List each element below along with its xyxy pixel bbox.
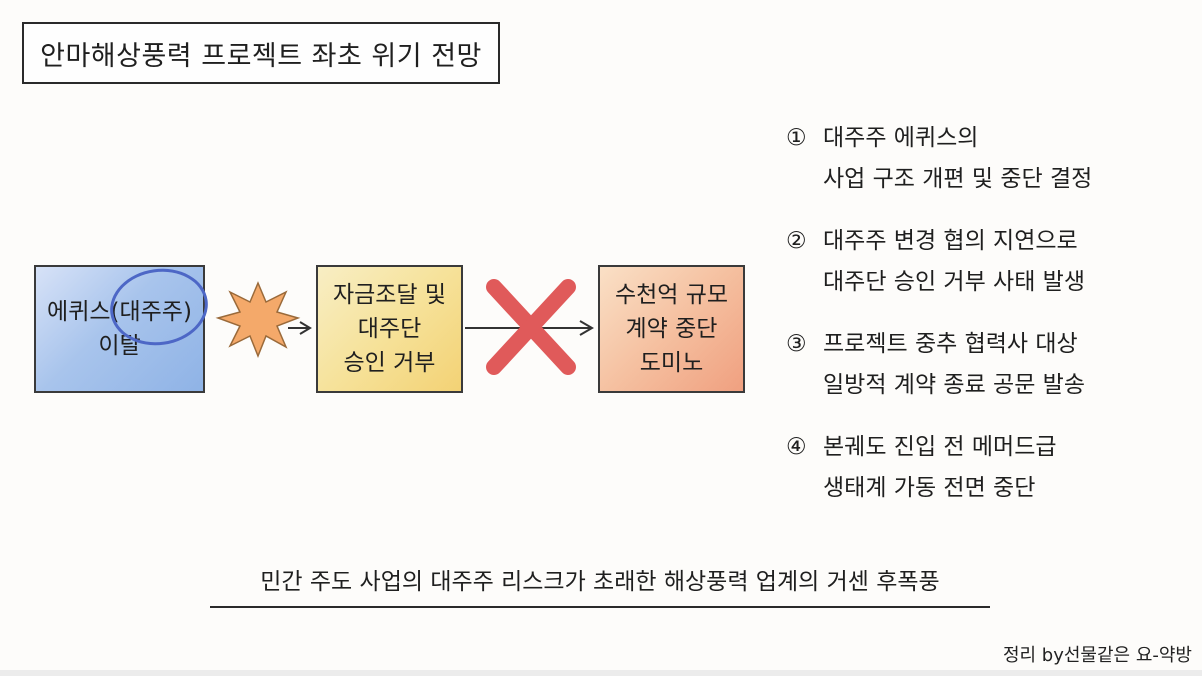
flow-box-investor-exit-line1: 에퀴스(대주주)	[47, 299, 192, 325]
flow-box-funding-refusal-line2: 대주단	[357, 316, 422, 342]
list-item-line1: 프로젝트 중추 협력사 대상	[823, 331, 1078, 357]
flow-box-contract-halt-line3: 도미노	[639, 350, 704, 376]
flow-box-funding-refusal: 자금조달 및 대주단 승인 거부	[316, 265, 463, 393]
arrow-2-head	[579, 320, 594, 336]
flow-box-contract-halt-line2: 계약 중단	[625, 316, 718, 342]
flow-box-funding-refusal-line1: 자금조달 및	[332, 282, 447, 308]
flow-box-investor-exit-line2: 이탈	[98, 333, 141, 359]
list-item-line2: 사업 구조 개편 및 중단 결정	[823, 166, 1093, 192]
list-item-line1: 대주주 에퀴스의	[823, 125, 979, 151]
list-item-line1: 대주주 변경 협의 지연으로	[823, 228, 1078, 254]
list-item-line2: 대주단 승인 거부 사태 발생	[823, 269, 1086, 295]
summary-underline	[210, 606, 990, 608]
flow-box-funding-refusal-line3: 승인 거부	[343, 350, 436, 376]
cause-list: ① 대주주 에퀴스의 사업 구조 개편 및 중단 결정 ② 대주주 변경 협의 지연…	[786, 118, 1186, 530]
arrow-1-head	[299, 321, 312, 335]
list-item: ① 대주주 에퀴스의 사업 구조 개편 및 중단 결정	[786, 118, 1186, 200]
list-item-line1: 본궤도 진입 전 메머드급	[823, 434, 1057, 460]
list-item: ② 대주주 변경 협의 지연으로 대주단 승인 거부 사태 발생	[786, 221, 1186, 303]
flow-box-investor-exit: 에퀴스(대주주) 이탈	[34, 265, 205, 393]
page-title: 안마해상풍력 프로젝트 좌초 위기 전망	[22, 22, 500, 84]
list-item-line2: 일방적 계약 종료 공문 발송	[823, 372, 1086, 398]
burst-icon	[215, 281, 301, 359]
flow-box-contract-halt-line1: 수천억 규모	[614, 282, 729, 308]
cross-icon	[486, 279, 576, 375]
list-item-number: ④	[786, 434, 807, 460]
list-item: ④ 본궤도 진입 전 메머드급 생태계 가동 전면 중단	[786, 427, 1186, 509]
bottom-strip	[0, 670, 1202, 676]
list-item-number: ①	[786, 125, 807, 151]
summary-text: 민간 주도 사업의 대주주 리스크가 초래한 해상풍력 업계의 거센 후폭풍	[260, 569, 940, 595]
flow-box-contract-halt: 수천억 규모 계약 중단 도미노	[598, 265, 745, 393]
list-item-number: ③	[786, 331, 807, 357]
credit-text: 정리 by선물같은 요-약방	[1002, 645, 1192, 666]
list-item-line2: 생태계 가동 전면 중단	[823, 475, 1036, 501]
list-item: ③ 프로젝트 중추 협력사 대상 일방적 계약 종료 공문 발송	[786, 324, 1186, 406]
list-item-number: ②	[786, 228, 807, 254]
